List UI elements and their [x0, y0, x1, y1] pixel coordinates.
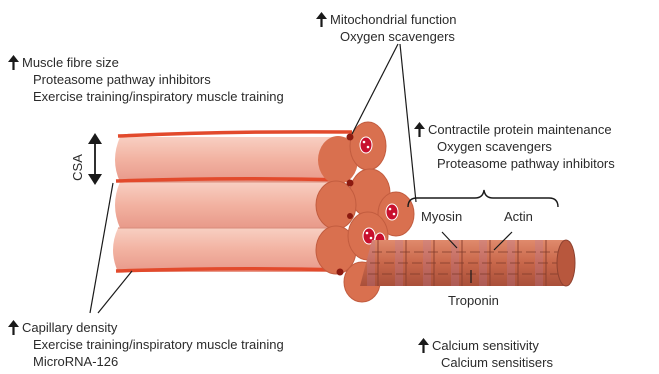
fibre-end	[316, 181, 356, 229]
calcium-item: Calcium sensitisers	[418, 354, 553, 371]
muscle-fibre	[113, 228, 340, 272]
actin-label: Actin	[504, 209, 533, 225]
troponin-label: Troponin	[448, 293, 499, 309]
capillary-cross-section	[347, 134, 354, 141]
muscle-fibre-item: Exercise training/inspiratory muscle tra…	[8, 88, 284, 105]
myosin-label: Myosin	[421, 209, 462, 225]
capillary-item: MicroRNA-126	[8, 353, 284, 370]
csa-double-arrow	[88, 133, 102, 185]
up-arrow-icon	[414, 122, 425, 137]
capillary-annotation: Capillary density Exercise training/insp…	[8, 319, 284, 370]
muscle-fibre	[115, 137, 350, 182]
leader-line	[352, 44, 398, 134]
muscle-fibre-heading: Muscle fibre size	[22, 54, 119, 71]
capillary-cross-section	[347, 213, 353, 219]
mitochondrion	[360, 137, 372, 153]
leader-line	[98, 271, 132, 313]
contractile-annotation: Contractile protein maintenance Oxygen s…	[414, 121, 615, 172]
leader-line	[90, 183, 113, 313]
capillary-item: Exercise training/inspiratory muscle tra…	[8, 336, 284, 353]
csa-label: CSA	[70, 154, 85, 181]
mitochondrial-annotation: Mitochondrial function Oxygen scavengers	[316, 11, 456, 45]
calcium-heading: Calcium sensitivity	[432, 337, 539, 354]
mitochondrial-heading: Mitochondrial function	[330, 11, 456, 28]
muscle-fibre-item: Proteasome pathway inhibitors	[8, 71, 284, 88]
contractile-item: Proteasome pathway inhibitors	[414, 155, 615, 172]
capillary-heading: Capillary density	[22, 319, 117, 336]
calcium-annotation: Calcium sensitivity Calcium sensitisers	[418, 337, 553, 371]
contractile-item: Oxygen scavengers	[414, 138, 615, 155]
muscle-fibre	[115, 182, 340, 228]
muscle-fibre-annotation: Muscle fibre size Proteasome pathway inh…	[8, 54, 284, 105]
up-arrow-icon	[8, 320, 19, 335]
mitochondrion	[386, 204, 398, 220]
capillary	[118, 132, 352, 136]
brace	[408, 190, 558, 207]
contractile-heading: Contractile protein maintenance	[428, 121, 612, 138]
up-arrow-icon	[8, 55, 19, 70]
myofibril	[360, 240, 575, 286]
mitochondrial-item: Oxygen scavengers	[316, 28, 456, 45]
up-arrow-icon	[316, 12, 327, 27]
capillary-cross-section	[337, 269, 344, 276]
up-arrow-icon	[418, 338, 429, 353]
capillary-cross-section	[347, 180, 354, 187]
